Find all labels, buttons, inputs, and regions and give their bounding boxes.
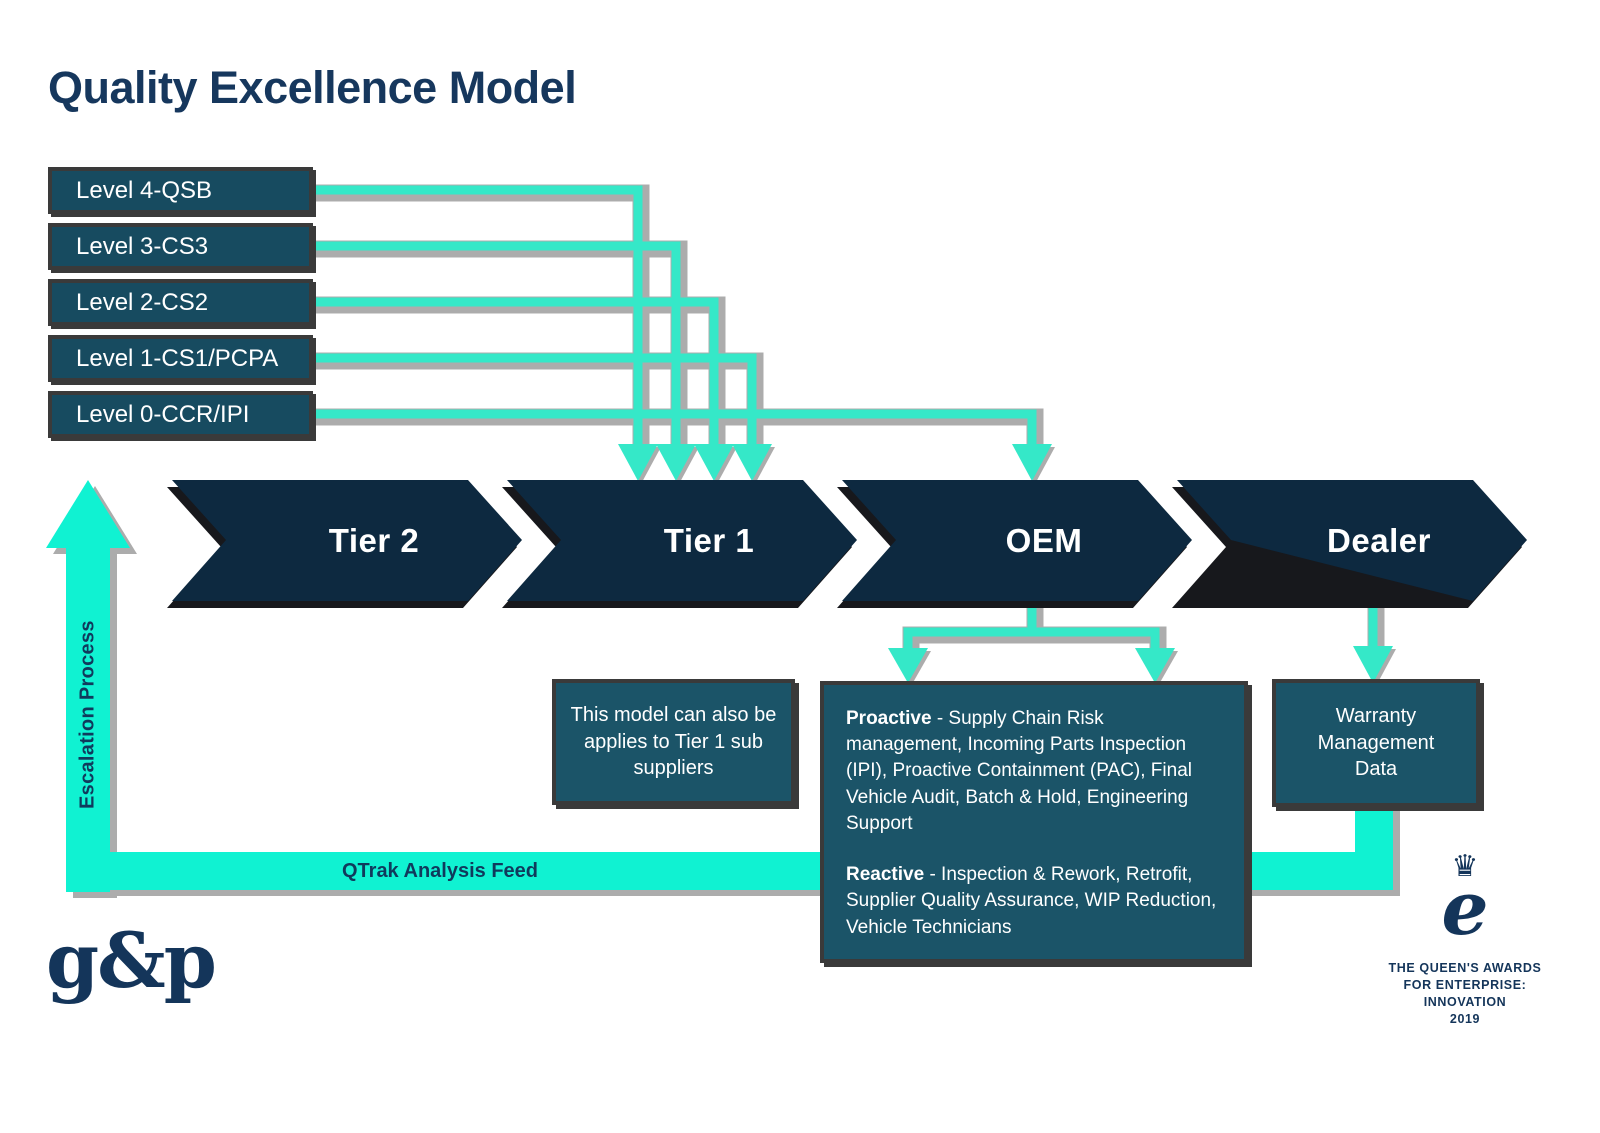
down-arrow-icon	[618, 444, 658, 481]
chevron-label-dealer: Dealer	[1327, 521, 1431, 559]
note-text: This model can also be applies to Tier 1…	[570, 704, 777, 780]
chevron-label-tier1: Tier 1	[663, 521, 755, 559]
wire-level0	[313, 409, 1037, 450]
down-arrow-icon	[888, 648, 928, 683]
wire-level2	[313, 297, 719, 450]
reactive-text: - Inspection & Rework, Retrofit, Supplie…	[846, 864, 1217, 938]
award-line: THE QUEEN'S AWARDS	[1388, 961, 1542, 975]
level-label: Level 0-CCR/IPI	[76, 400, 250, 428]
escalation-arrow-bar	[66, 542, 110, 892]
wire-level3	[313, 241, 681, 450]
chevron-oem	[842, 480, 1192, 601]
proactive-lead: Proactive	[846, 708, 932, 729]
level-box-3: Level 3-CS3	[48, 223, 313, 270]
down-arrow-icon	[656, 444, 696, 481]
down-arrow-icon	[694, 444, 734, 481]
escalation-process-label: Escalation Process	[76, 620, 99, 810]
wire-level4	[313, 185, 643, 450]
award-line: FOR ENTERPRISE:	[1403, 978, 1527, 992]
proactive-text: - Supply Chain Risk management, Incoming…	[846, 708, 1192, 834]
down-arrow-icon	[732, 444, 772, 481]
down-arrow-icon	[1353, 646, 1393, 683]
tier1-sub-suppliers-note: This model can also be applies to Tier 1…	[552, 679, 795, 805]
chevron-tier2	[172, 480, 522, 601]
down-arrow-icon	[1012, 444, 1052, 481]
level-label: Level 2-CS2	[76, 288, 209, 316]
down-arrow-icon	[1135, 648, 1175, 683]
process-chevrons	[172, 480, 1527, 601]
reactive-paragraph: Reactive - Inspection & Rework, Retrofit…	[846, 862, 1222, 941]
script-e-icon: e	[1441, 866, 1489, 952]
level-label: Level 4-QSB	[76, 176, 213, 204]
award-line: 2019	[1449, 1012, 1481, 1026]
chevron-tier1	[507, 480, 857, 601]
award-line: INNOVATION	[1423, 995, 1507, 1009]
escalation-arrowhead-icon	[46, 480, 130, 548]
proactive-paragraph: Proactive - Supply Chain Risk management…	[846, 706, 1222, 837]
wire-level1	[313, 353, 757, 450]
gp-logo: g&p	[46, 916, 217, 1005]
reactive-lead: Reactive	[846, 864, 925, 886]
warranty-text: Warranty Management Data	[1317, 705, 1435, 781]
chevron-label-tier2: Tier 2	[328, 521, 420, 559]
chevron-label-oem: OEM	[1005, 521, 1083, 559]
oem-activities-box: Proactive - Supply Chain Risk management…	[820, 681, 1248, 963]
level-label: Level 1-CS1/PCPA	[76, 344, 279, 372]
level-box-4: Level 4-QSB	[48, 167, 313, 214]
queens-award-logo: ♛ e THE QUEEN'S AWARDS FOR ENTERPRISE: I…	[1382, 849, 1548, 1027]
level-label: Level 3-CS3	[76, 232, 209, 260]
qtrak-analysis-feed-label: QTrak Analysis Feed	[341, 859, 538, 882]
warranty-management-data-box: Warranty Management Data	[1272, 679, 1480, 807]
wire-shadows	[316, 184, 1396, 686]
crown-icon: ♛	[1451, 849, 1479, 884]
level-box-1: Level 1-CS1/PCPA	[48, 335, 313, 382]
wire-oem-split	[903, 627, 1160, 652]
level-wires	[313, 185, 1393, 683]
level-box-0: Level 0-CCR/IPI	[48, 391, 313, 438]
chevron-dealer	[1177, 480, 1527, 601]
level-box-2: Level 2-CS2	[48, 279, 313, 326]
page-title: Quality Excellence Model	[48, 62, 577, 113]
warranty-feed-riser	[1355, 803, 1393, 890]
